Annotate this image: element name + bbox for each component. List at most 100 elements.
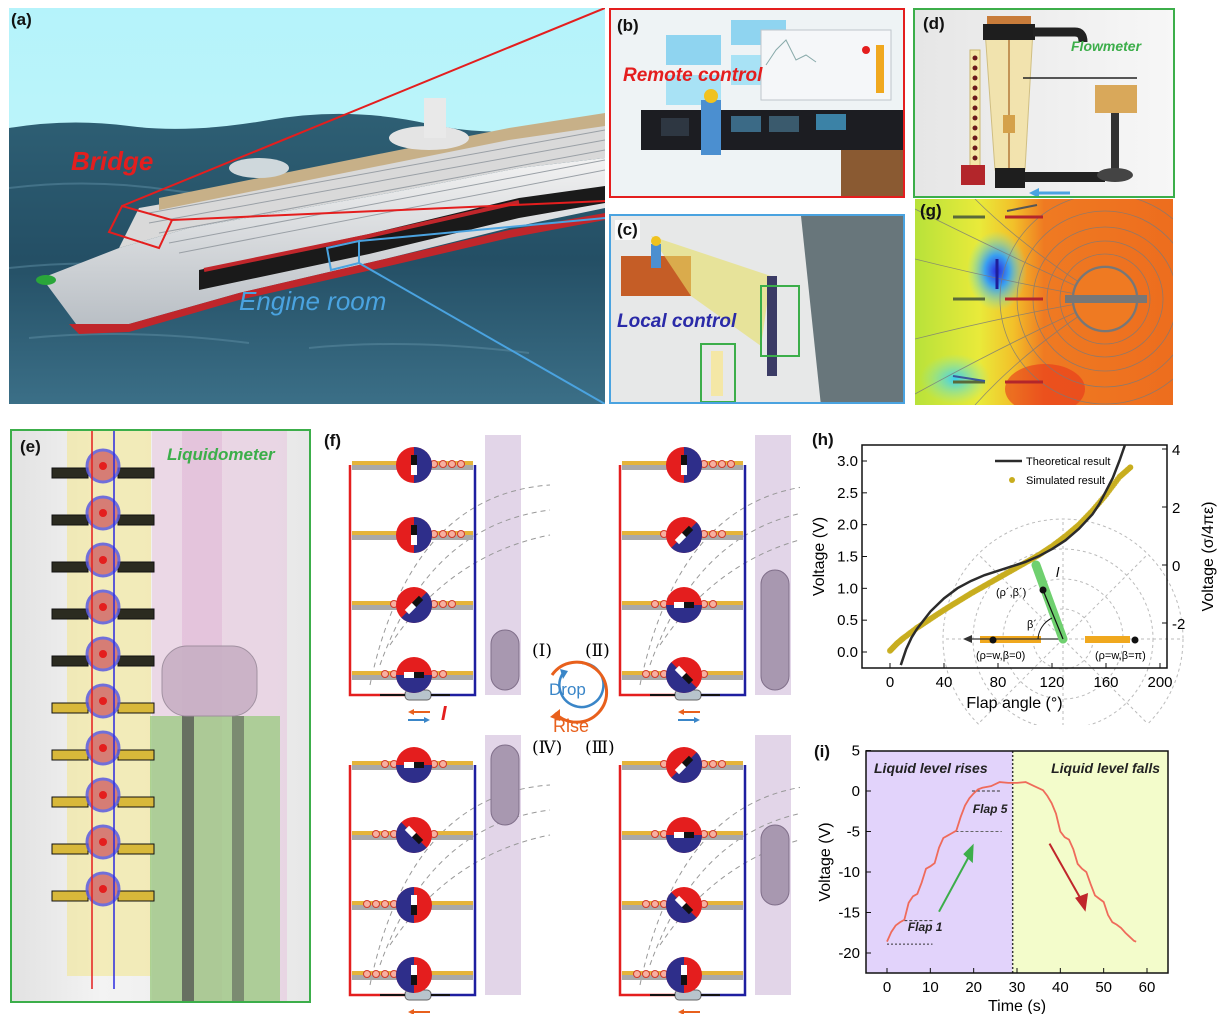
electrode-left bbox=[622, 761, 670, 765]
magnetic-ball bbox=[396, 887, 432, 923]
panel-label-h: (h) bbox=[812, 430, 834, 449]
ball-blue-half bbox=[414, 447, 432, 483]
flap-left bbox=[51, 796, 89, 808]
positive-charge bbox=[651, 670, 659, 678]
x-tick-label: 40 bbox=[936, 674, 953, 691]
drop-label: Drop bbox=[549, 680, 586, 699]
electrode-left-base bbox=[622, 765, 670, 770]
electrode-right-base bbox=[698, 975, 743, 980]
magnet-white bbox=[404, 762, 414, 768]
electrode-left bbox=[352, 461, 400, 465]
magnet-center bbox=[99, 509, 107, 517]
point-rho-prime bbox=[1039, 586, 1047, 594]
electrode-left-base bbox=[622, 835, 670, 840]
wire-red bbox=[348, 765, 410, 997]
engine-room-illustration bbox=[611, 216, 903, 402]
electrode-right-base bbox=[698, 905, 743, 910]
field-line bbox=[379, 809, 551, 966]
x-tick-label: 30 bbox=[1009, 979, 1026, 996]
x-tick-label: 50 bbox=[1095, 979, 1112, 996]
positive-charge bbox=[372, 900, 380, 908]
flap-left bbox=[51, 702, 89, 714]
y-tick-label: -10 bbox=[838, 864, 860, 881]
y2-axis-label: Voltage (σ/4πε) bbox=[1200, 502, 1217, 612]
electrode-right-base bbox=[698, 675, 743, 680]
arrowhead bbox=[408, 709, 414, 715]
panel-label-a: (a) bbox=[11, 10, 32, 29]
magnet-center bbox=[99, 603, 107, 611]
y-tick-label: 0.5 bbox=[837, 612, 858, 629]
circuit-2 bbox=[618, 435, 800, 723]
wire-red bbox=[618, 765, 680, 997]
flap-left bbox=[51, 608, 89, 620]
positive-charge bbox=[381, 900, 389, 908]
panel-e-liquidometer: (e) Liquidometer bbox=[10, 429, 311, 1003]
ball-blue-half bbox=[396, 822, 427, 853]
simulated-point bbox=[1127, 464, 1134, 471]
legend-label-simulated: Simulated result bbox=[1026, 475, 1105, 487]
y-axis-label: Voltage (V) bbox=[811, 517, 828, 596]
magnet-black bbox=[411, 525, 417, 535]
rise-label: Rise bbox=[553, 716, 590, 736]
x-tick-label: 120 bbox=[1039, 674, 1064, 691]
electrode-right bbox=[698, 901, 743, 905]
flap-right bbox=[117, 467, 155, 479]
flowmeter-illustration bbox=[961, 16, 1137, 196]
positive-charge bbox=[642, 970, 650, 978]
magnetic-ball bbox=[396, 747, 432, 783]
magnetic-ball bbox=[396, 447, 432, 483]
magnetic-ball bbox=[666, 957, 702, 993]
magnetic-ball bbox=[396, 817, 432, 853]
ball-blue-half bbox=[401, 592, 432, 623]
positive-charge bbox=[381, 970, 389, 978]
electrode-left bbox=[622, 531, 670, 535]
positive-charge bbox=[709, 600, 717, 608]
ball-blue-half bbox=[396, 957, 414, 993]
panel-label-e: (e) bbox=[20, 437, 41, 456]
right-plate bbox=[1085, 636, 1130, 643]
fall-arrow bbox=[1048, 843, 1083, 902]
circuit-1 bbox=[348, 435, 551, 723]
electrode-left bbox=[352, 761, 400, 765]
magnetic-ball bbox=[396, 657, 432, 693]
panel-label-c: (c) bbox=[615, 220, 640, 240]
magnet-white bbox=[404, 825, 417, 838]
polar-grid-circle bbox=[942, 518, 1184, 725]
field-line bbox=[659, 539, 800, 646]
flap-right bbox=[117, 749, 155, 761]
magnet-center bbox=[99, 556, 107, 564]
electrode-right-base bbox=[428, 835, 473, 840]
rise-arrowhead bbox=[963, 843, 974, 864]
electrode-right bbox=[698, 831, 743, 835]
magnet-white bbox=[681, 965, 687, 975]
electrode-left-base bbox=[352, 465, 400, 470]
ball-blue-half bbox=[684, 447, 702, 483]
electrode-right bbox=[698, 671, 743, 675]
magnet-black bbox=[411, 455, 417, 465]
drop-arrowhead bbox=[560, 669, 568, 679]
float bbox=[490, 744, 520, 826]
flap-right bbox=[117, 514, 155, 526]
magnetic-ball bbox=[666, 817, 702, 853]
positive-charge bbox=[651, 830, 659, 838]
positive-charge bbox=[651, 900, 659, 908]
state-label-4: (Ⅳ) bbox=[532, 738, 563, 758]
positive-charge bbox=[439, 670, 447, 678]
engine-zoom-line bbox=[358, 217, 605, 242]
field-line bbox=[389, 834, 551, 946]
magnet-black bbox=[414, 762, 424, 768]
magnet-black bbox=[411, 595, 424, 608]
x-tick-label: 200 bbox=[1147, 674, 1172, 691]
arrowhead bbox=[678, 709, 684, 715]
ball-blue-half bbox=[666, 605, 702, 623]
panel-label-f: (f) bbox=[324, 431, 341, 450]
positive-charge bbox=[457, 530, 465, 538]
ball-blue-half bbox=[671, 522, 702, 553]
panel-f-working-mechanism: (f) (Ⅰ) (Ⅱ) (Ⅳ) (Ⅲ) Drop Rise I bbox=[320, 425, 800, 1014]
panel-b-remote-control: (b) Remote control bbox=[609, 8, 905, 198]
flap-right bbox=[117, 561, 155, 573]
flap1-label: Flap 1 bbox=[908, 920, 943, 934]
positive-charge bbox=[709, 460, 717, 468]
positive-charge bbox=[709, 830, 717, 838]
